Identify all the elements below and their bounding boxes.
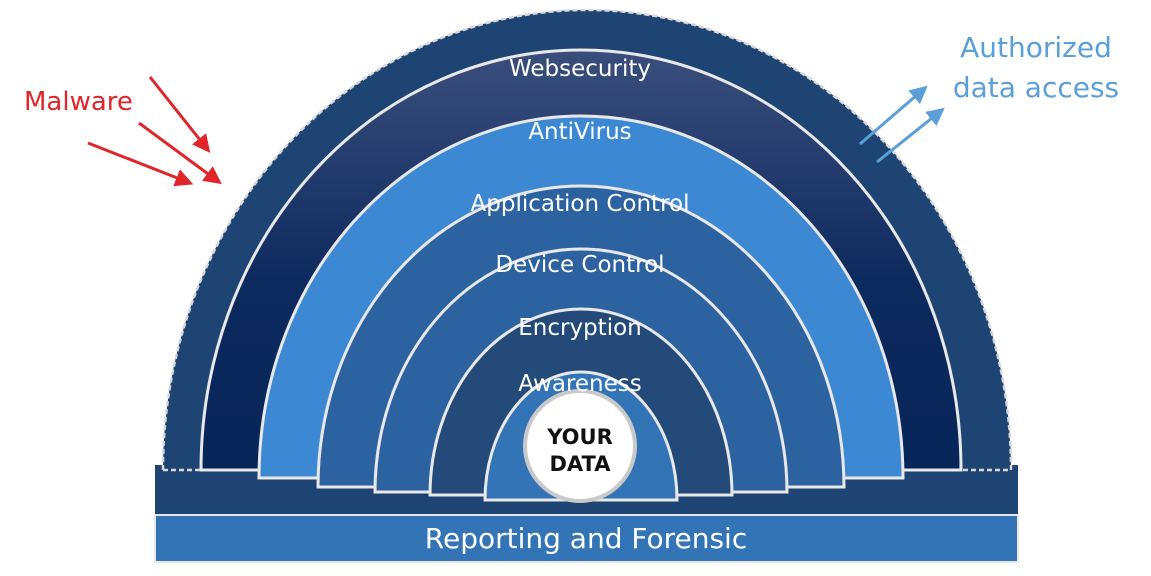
malware-arrow-3 [87,141,194,187]
label-websecurity: Websecurity [509,56,651,82]
label-device-control: Device Control [495,252,664,278]
access-arrows [859,85,945,164]
label-authorized-line2: data access [953,71,1119,104]
reporting-bar [154,514,1019,563]
label-encryption: Encryption [518,315,641,341]
label-reporting: Reporting and Forensic [425,522,747,555]
access-arrow-2 [876,107,945,164]
label-application-control: Application Control [471,191,690,217]
label-antivirus: AntiVirus [528,119,631,145]
malware-arrow-2 [138,121,222,185]
access-arrow-1 [859,85,928,146]
malware-arrow-1 [148,76,211,153]
label-authorized-line1: Authorized [960,31,1112,64]
core-circle [523,389,637,503]
malware-arrows [87,76,222,187]
core-label-line1: YOUR [546,425,613,449]
label-awareness: Awareness [518,371,642,397]
core-label-line2: DATA [549,452,611,476]
label-malware: Malware [24,87,133,117]
